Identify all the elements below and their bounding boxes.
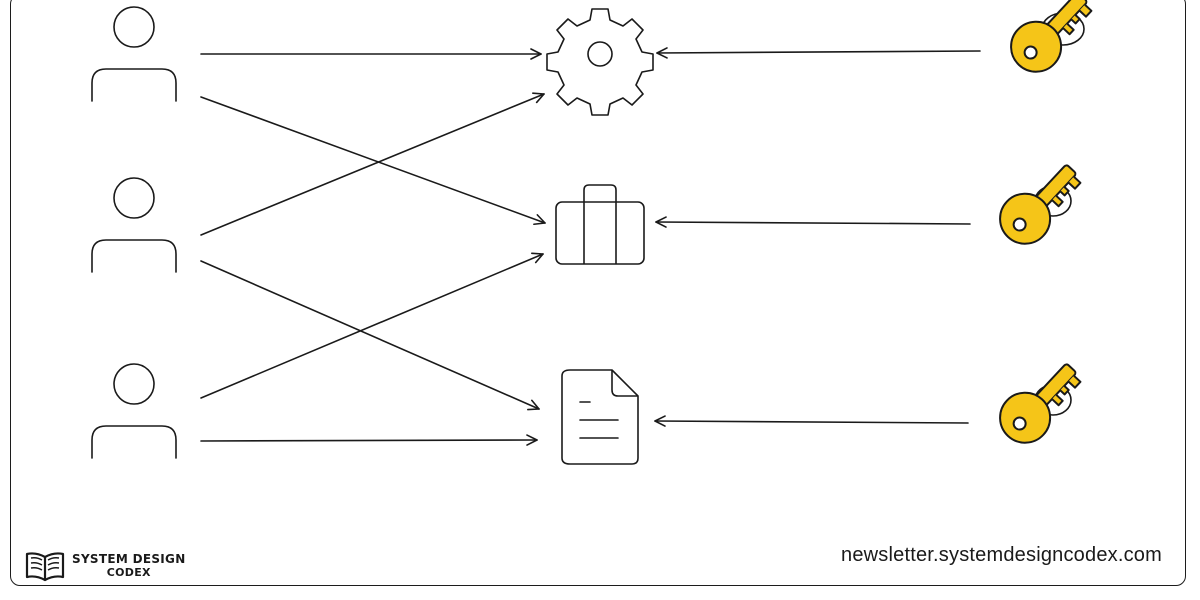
arrow-user1-briefcase [200, 96, 546, 226]
newsletter-url: newsletter.systemdesigncodex.com [841, 544, 1162, 566]
key-icon-3 [988, 349, 1091, 455]
diagram-frame [10, 0, 1186, 586]
brand-text: SYSTEM DESIGN CODEX [72, 552, 186, 580]
arrow-key2-briefcase [655, 216, 971, 228]
book-icon [25, 552, 65, 582]
user-arrows [200, 48, 546, 446]
user-icon-2 [91, 177, 177, 273]
key-arrows [654, 47, 981, 427]
arrow-user2-gear [200, 92, 545, 236]
key-icon-1 [999, 0, 1102, 84]
briefcase-icon [555, 184, 645, 265]
arrow-user3-document [200, 434, 538, 446]
arrow-key1-gear [656, 47, 981, 59]
document-icon [561, 369, 639, 465]
key-icon-2 [988, 150, 1091, 256]
user-icon-1 [91, 6, 177, 102]
user-icon-3 [91, 363, 177, 459]
arrow-user3-briefcase [200, 252, 544, 399]
gear-icon [546, 8, 654, 116]
arrow-key3-document [654, 415, 969, 427]
brand-logo: SYSTEM DESIGN CODEX [24, 546, 186, 586]
brand-name-line2: CODEX [106, 566, 151, 579]
arrow-user2-document [200, 260, 540, 411]
brand-name-line1: SYSTEM DESIGN [72, 552, 186, 566]
